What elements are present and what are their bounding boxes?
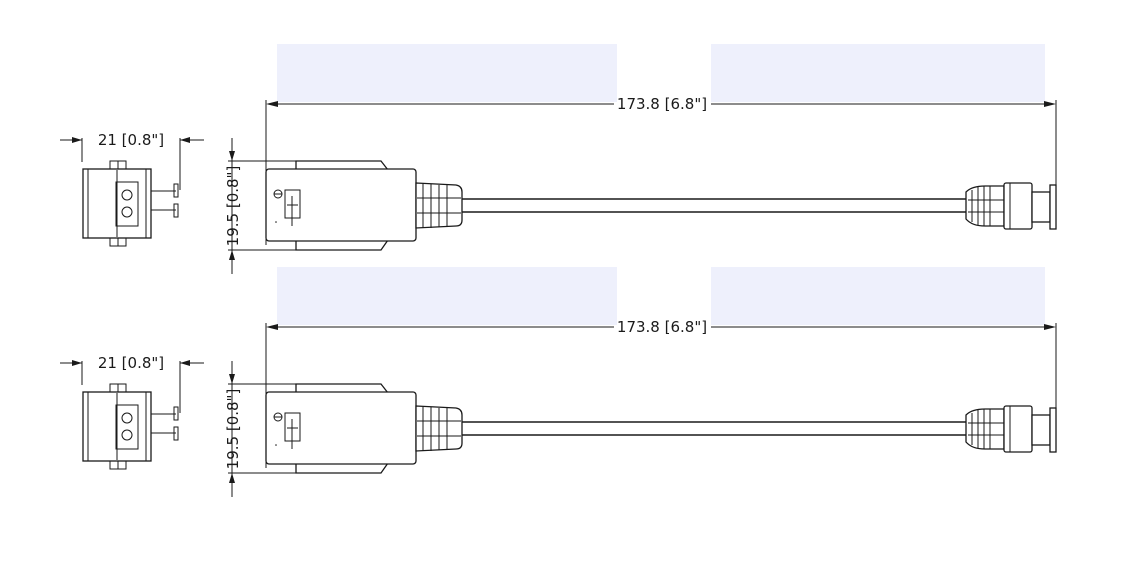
height-label: 19.5 [0.8"]	[224, 166, 242, 247]
length-label: 173.8 [6.8"]	[617, 95, 707, 113]
length-dimension: 173.8 [6.8"]	[265, 318, 1057, 468]
bnc-connector	[965, 182, 1057, 230]
side-view	[82, 383, 179, 470]
side-width-label: 21 [0.8"]	[98, 354, 164, 372]
length-label: 173.8 [6.8"]	[617, 318, 707, 336]
side-width-dimension: 21 [0.8"]	[60, 131, 204, 190]
side-width-label: 21 [0.8"]	[98, 131, 164, 149]
balun-body	[265, 383, 417, 474]
strain-relief	[415, 182, 463, 229]
strain-relief	[415, 405, 463, 452]
cable	[462, 421, 966, 436]
bnc-connector	[965, 405, 1057, 453]
cable	[462, 198, 966, 213]
height-dimension: 19.5 [0.8"]	[224, 138, 300, 274]
highlight-band-left	[277, 267, 617, 325]
highlight-band-right	[711, 44, 1045, 102]
highlight-band-left	[277, 44, 617, 102]
balun-view-bottom: 173.8 [6.8"] 21 [0.8"]	[60, 267, 1057, 497]
side-view	[82, 160, 179, 247]
length-dimension: 173.8 [6.8"]	[265, 95, 1057, 245]
height-dimension: 19.5 [0.8"]	[224, 361, 300, 497]
balun-body	[265, 160, 417, 251]
height-label: 19.5 [0.8"]	[224, 389, 242, 470]
side-width-dimension: 21 [0.8"]	[60, 354, 204, 413]
highlight-band-right	[711, 267, 1045, 325]
balun-view-top: 173.8 [6.8"] 21 [0.8"]	[60, 44, 1057, 274]
